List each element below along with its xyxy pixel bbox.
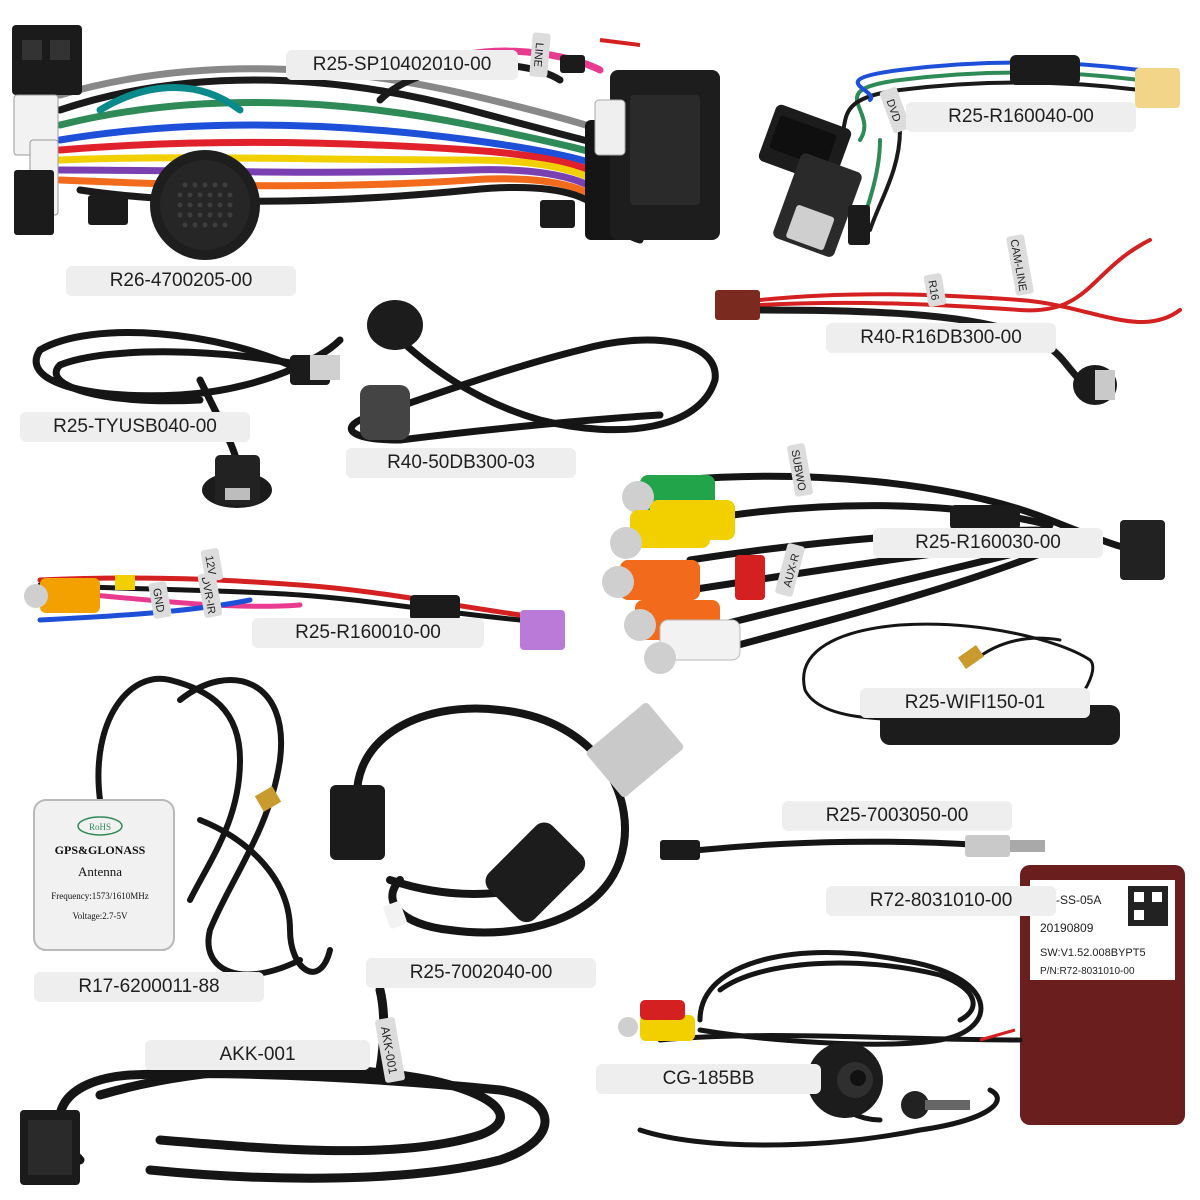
label-camera: CG-185BB [596,1064,821,1094]
label-usb-cable: R25-7002040-00 [366,958,596,988]
rca-cable: SUBWO AUX-R [602,443,1165,674]
canbus-date: 20190809 [1040,921,1094,935]
label-speaker: R26-4700205-00 [66,266,296,296]
microphone-cable [347,300,719,444]
canbus-software: SW:V1.52.008BYPT5 [1040,947,1146,959]
gps-module-subtitle: Antenna [78,864,122,879]
canbus-part-number: P/N:R72-8031010-00 [1040,966,1135,977]
gps-antenna: RoHS GPS&GLONASS Antenna Frequency:1573/… [33,675,333,978]
tag-12v: 12V [202,555,217,577]
canbus-box: FD-SS-05A 20190809 SW:V1.52.008BYPT5 P/N… [1020,865,1185,1125]
tag-line: LINE [531,42,545,67]
label-harness: R25-SP10402010-00 [286,50,518,80]
label-usb-dvd: R25-R160040-00 [906,102,1136,132]
dvr-ir-cable: DVR-IR GND 12V [24,548,565,650]
gps-module-frequency: Frequency:1573/1610MHz [51,891,148,901]
label-rca: R25-R160030-00 [873,528,1103,558]
tag-gnd: GND [150,587,166,613]
label-dvr-ir: R25-R160010-00 [252,618,484,648]
rear-camera [618,950,1023,1148]
cam-line-cable: CAM-LINE R16 [715,234,1182,405]
main-harness: LINE [12,25,720,260]
label-usb-extension: R25-TYUSB040-00 [20,412,250,442]
gps-module-voltage: Voltage:2.7-5V [72,911,128,921]
label-cam-line: R40-R16DB300-00 [826,323,1056,353]
label-gps: R17-6200011-88 [34,972,264,1002]
akk-cable: AKK-001 [20,985,550,1185]
label-antenna-adapter: R25-7003050-00 [782,801,1012,831]
label-wifi: R25-WIFI150-01 [860,688,1090,718]
label-akk: AKK-001 [145,1040,370,1070]
rohs-mark: RoHS [89,822,111,832]
usb-cable [330,702,684,937]
tag-r16: R16 [925,279,940,301]
label-canbus: R72-8031010-00 [826,886,1056,916]
gps-module-title: GPS&GLONASS [55,843,146,857]
usb-dvd-cable: DVD [758,55,1180,257]
wifi-antenna [802,622,1120,745]
antenna-adapter-cable [660,835,1045,860]
label-microphone: R40-50DB300-03 [346,448,576,478]
